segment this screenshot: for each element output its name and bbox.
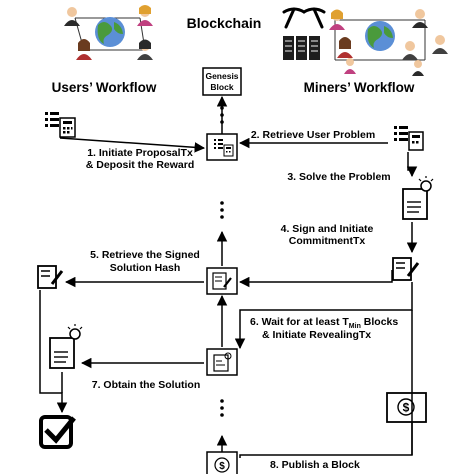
miner-solution-document-icon <box>402 176 434 220</box>
step-labels: 1. Initiate ProposalTx & Deposit the Rew… <box>86 129 399 471</box>
step-1-line-2: & Deposit the Reward <box>86 159 195 171</box>
step-8: 8. Publish a Block <box>270 459 360 471</box>
users-workflow-label: Users’ Workflow <box>52 80 157 95</box>
user-document-sign-icon <box>37 265 64 289</box>
dollar-icon: $ <box>386 392 427 423</box>
step-4-line-1: 4. Sign and Initiate <box>281 223 374 235</box>
svg-text:$: $ <box>219 461 225 472</box>
miners-workflow-label: Miners’ Workflow <box>304 80 415 95</box>
genesis-block-label-2: Block <box>210 82 233 92</box>
user-calculator-icon <box>45 112 76 138</box>
pickaxe-icon <box>282 7 326 29</box>
checkmark-icon <box>39 415 76 449</box>
step-5-line-1: 5. Retrieve the Signed <box>90 249 200 261</box>
miner-calculator-icon <box>394 126 424 151</box>
genesis-block-label-1: Genesis <box>205 71 238 81</box>
miner-flow-arrows <box>234 137 418 458</box>
step-2: 2. Retrieve User Problem <box>251 129 375 141</box>
svg-text:$: $ <box>403 401 410 415</box>
step-6-line-1: 6. Wait for at least TMin Blocks <box>250 316 398 330</box>
user-solution-document-icon <box>49 324 83 369</box>
users-network-icon <box>64 5 153 60</box>
step-5-line-2: Solution Hash <box>110 262 181 274</box>
block-revealing <box>206 348 238 376</box>
block-commitment <box>206 267 238 295</box>
chain-ellipsis <box>220 106 224 417</box>
step-6-line-2: & Initiate RevealingTx <box>262 329 371 341</box>
step-1-line-1: 1. Initiate ProposalTx <box>87 147 193 159</box>
user-flow-arrows <box>39 137 206 414</box>
server-icon <box>283 36 320 60</box>
document-sign-icon <box>212 272 232 290</box>
block-published: $ <box>206 451 238 474</box>
miners-network-icon <box>282 7 448 76</box>
miner-document-sign-icon <box>392 257 420 281</box>
step-3: 3. Solve the Problem <box>287 171 390 183</box>
step-4-line-2: CommitmentTx <box>289 235 366 247</box>
genesis-block: Genesis Block <box>202 67 242 96</box>
block-proposal <box>206 133 238 161</box>
title: Blockchain <box>187 15 262 31</box>
calculator-icon <box>214 139 234 157</box>
step-7: 7. Obtain the Solution <box>92 379 201 391</box>
solution-document-icon <box>213 352 232 372</box>
